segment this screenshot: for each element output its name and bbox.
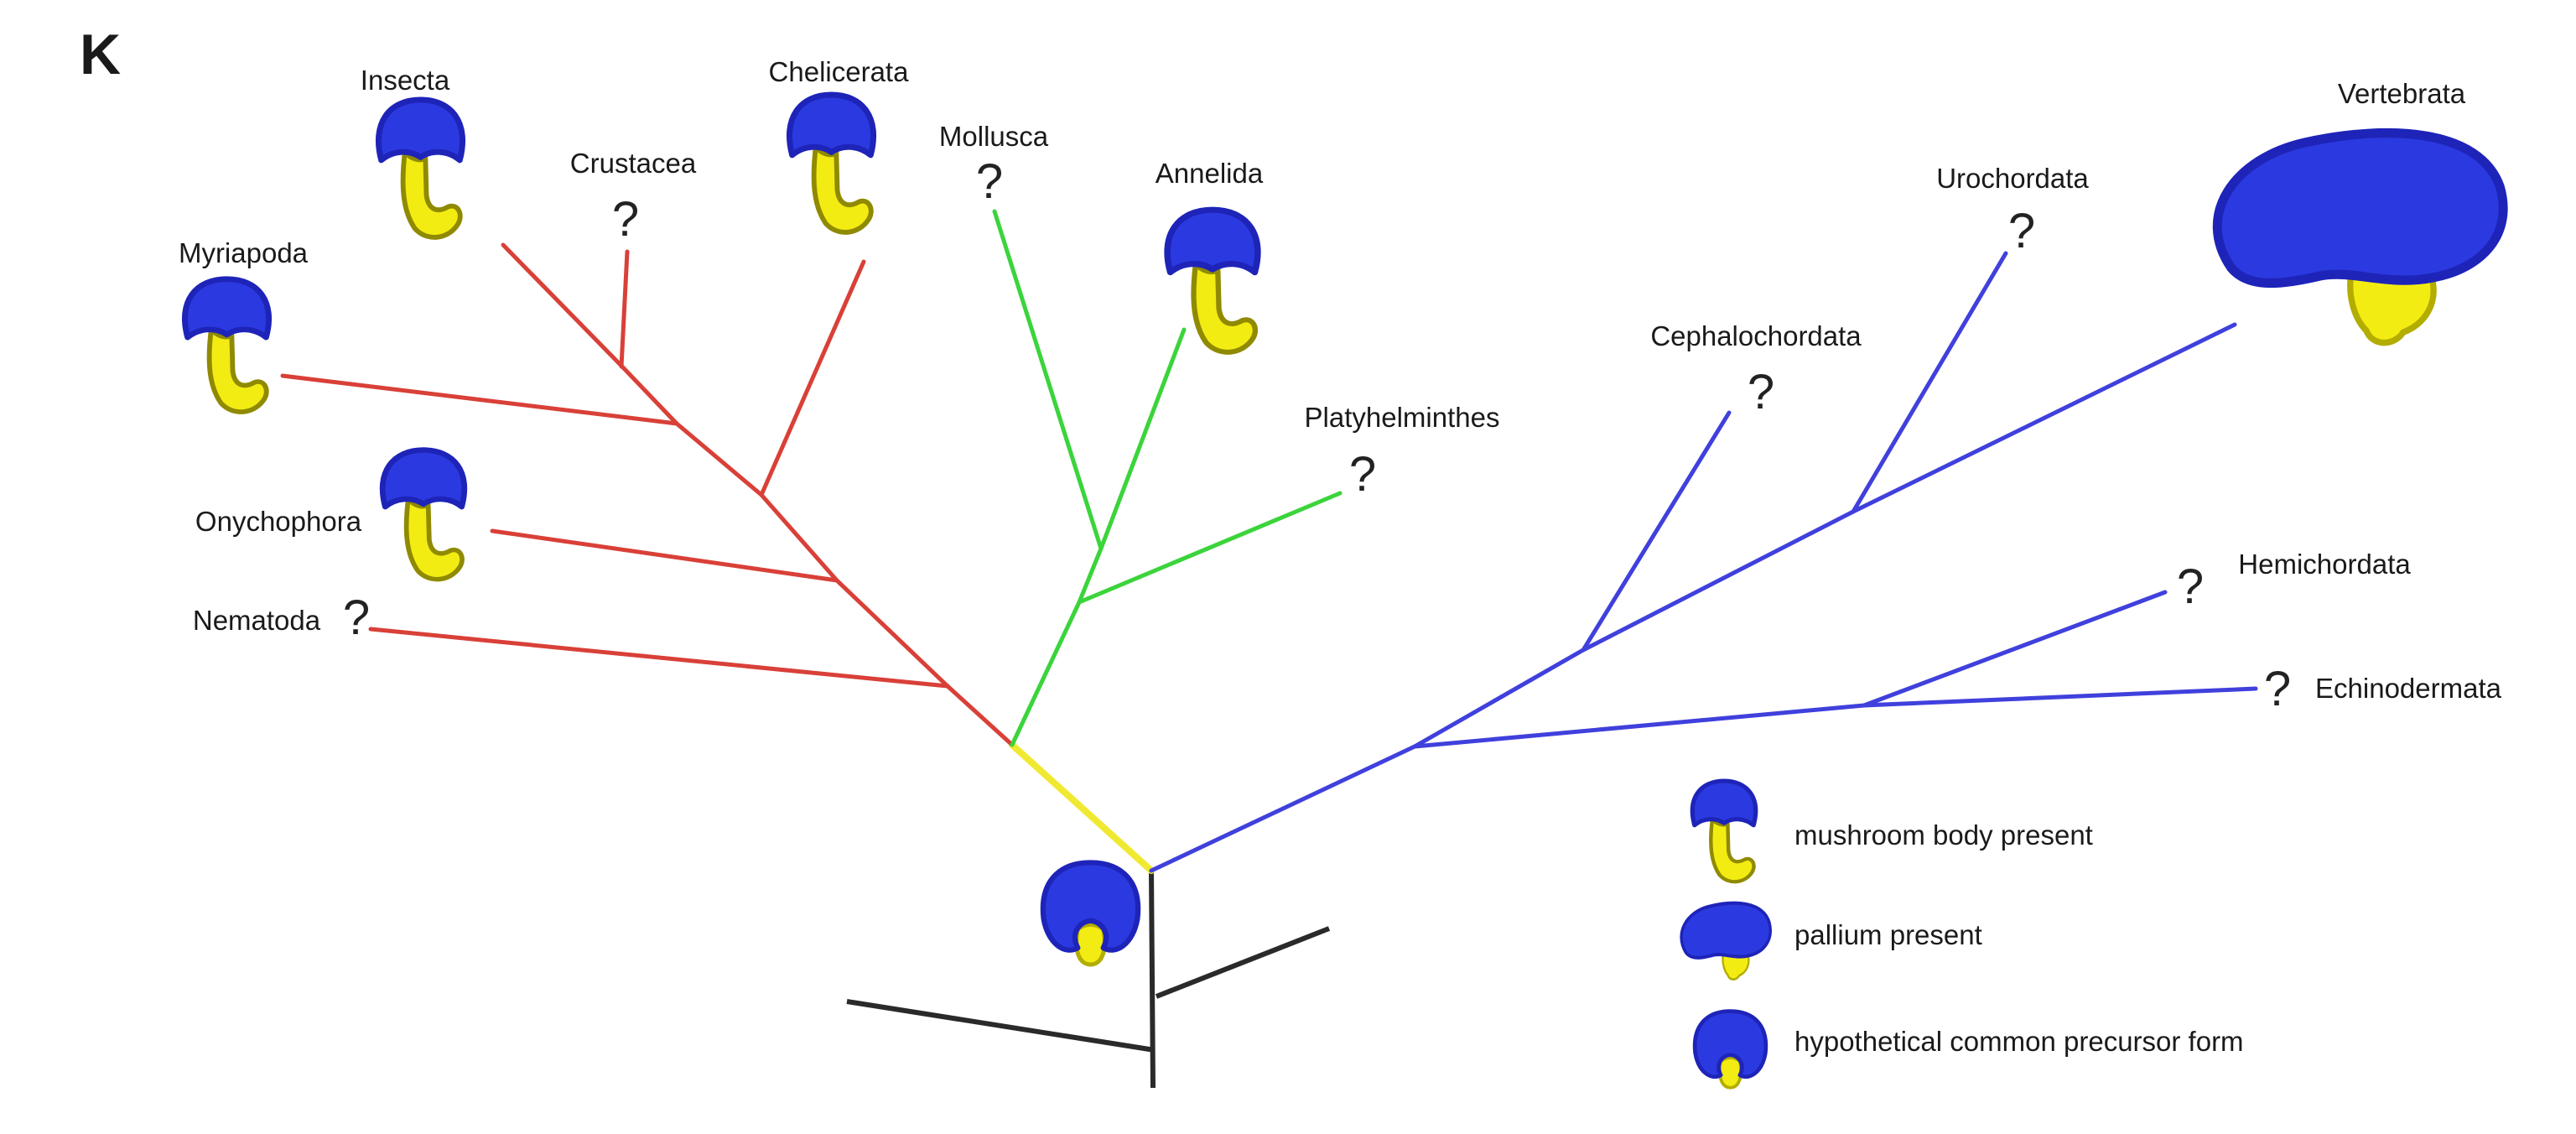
outgroup-trunk-line <box>1149 870 1156 1089</box>
blue-trunk <box>1149 744 1417 873</box>
question-mark-mollusca: ? <box>976 154 1003 209</box>
taxon-label-annelida: Annelida <box>1156 158 1264 189</box>
branch-echinodermata <box>1862 686 2258 708</box>
legend-mushroom-body-icon <box>1692 781 1755 882</box>
branch-cephalochordata <box>1581 410 1732 653</box>
precursor-icon-root <box>1043 862 1138 965</box>
outgroup-branch-left-line <box>846 999 1156 1053</box>
panel-letter: K <box>80 23 121 86</box>
green-clade-branches <box>992 209 1343 747</box>
taxon-label-echinodermata: Echinodermata <box>2315 673 2502 704</box>
branch-platyhelminthes <box>1077 491 1343 605</box>
taxon-label-nematoda: Nematoda <box>193 605 321 636</box>
branch-chelicerata <box>759 259 866 497</box>
taxon-label-mollusca: Mollusca <box>939 121 1049 152</box>
legend-label-precursor: hypothetical common precursor form <box>1794 1026 2244 1057</box>
legend-pallium-icon <box>1681 903 1770 980</box>
branch-insecta <box>501 242 623 367</box>
taxon-label-onychophora: Onychophora <box>195 506 362 537</box>
question-mark-nematoda: ? <box>343 590 370 645</box>
branch-hemichordata <box>1862 590 2168 708</box>
mushroom-body-icon-chelicerata <box>789 95 873 232</box>
branch-urochordata <box>1851 251 2008 514</box>
question-mark-urochordata: ? <box>2008 204 2035 258</box>
taxon-label-vertebrata: Vertebrata <box>2338 78 2466 109</box>
branch-crustacea <box>619 249 630 369</box>
red-trunk <box>618 362 1015 747</box>
mushroom-body-icon-myriapoda <box>184 279 268 412</box>
taxon-label-hemichordata: Hemichordata <box>2238 549 2411 580</box>
branch-annelida <box>1098 327 1187 551</box>
legend-label-mushroom-body: mushroom body present <box>1794 819 2093 850</box>
mushroom-body-icon-annelida <box>1167 210 1258 352</box>
taxon-label-chelicerata: Chelicerata <box>769 56 910 87</box>
taxon-label-cephalochordata: Cephalochordata <box>1650 320 1862 351</box>
taxon-label-platyhelminthes: Platyhelminthes <box>1305 402 1500 433</box>
question-mark-echinodermata: ? <box>2264 662 2291 716</box>
mushroom-body-icon-onychophora <box>382 450 465 580</box>
red-clade-branches <box>280 242 1015 747</box>
green-trunk <box>1010 546 1104 747</box>
legend-precursor-icon <box>1695 1012 1766 1088</box>
pallium-icon-vertebrata <box>2217 133 2503 343</box>
branch-mollusca <box>992 209 1104 551</box>
branch-myriapoda <box>280 373 679 426</box>
blue-clade-branches <box>1149 251 2258 873</box>
outgroup-branch-right-line <box>1155 926 1331 999</box>
mushroom-body-icon-insecta <box>378 100 462 237</box>
question-mark-platyhelminthes: ? <box>1349 447 1376 502</box>
taxon-label-urochordata: Urochordata <box>1936 163 2089 194</box>
taxon-label-myriapoda: Myriapoda <box>179 237 309 268</box>
question-mark-hemichordata: ? <box>2177 559 2204 614</box>
question-mark-cephalochordata: ? <box>1748 365 1774 419</box>
taxon-label-insecta: Insecta <box>361 65 450 96</box>
question-mark-crustacea: ? <box>612 192 639 247</box>
stem-branch-yellow <box>1009 741 1155 874</box>
branch-onychophora <box>490 528 839 583</box>
branch-vertebrata <box>1851 322 2237 514</box>
branch-nematoda <box>368 627 950 689</box>
legend: mushroom body present pallium present hy… <box>1681 781 2244 1088</box>
ambulacraria-trunk <box>1412 703 1867 749</box>
outgroup-branches <box>846 870 1331 1089</box>
legend-label-pallium: pallium present <box>1794 919 1982 950</box>
taxon-label-crustacea: Crustacea <box>570 148 697 179</box>
